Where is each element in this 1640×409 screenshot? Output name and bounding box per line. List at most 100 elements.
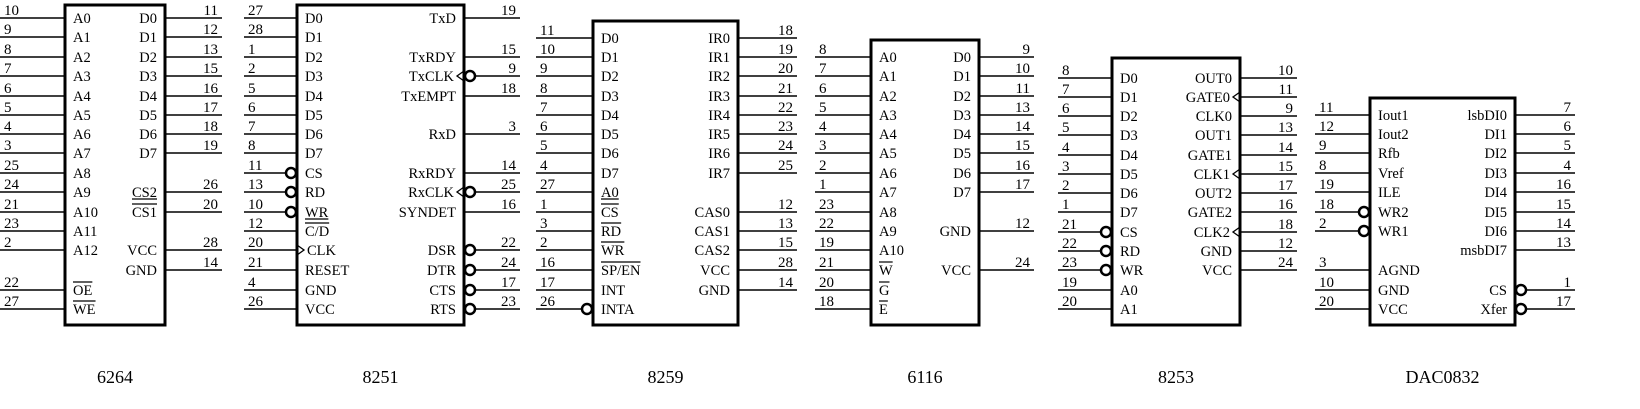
inversion-bubble [1514, 302, 1528, 316]
chip-body [63, 3, 167, 327]
pin-label: CS [305, 166, 323, 182]
pin-label: A3 [879, 108, 897, 124]
pin-label: D5 [1120, 167, 1138, 183]
pin-number: 22 [4, 275, 19, 291]
pin-number: 2 [819, 158, 827, 174]
pin-number: 8 [4, 42, 12, 58]
pin-number: 21 [819, 255, 834, 271]
pin-number: 19 [778, 42, 793, 58]
pin-number: 4 [248, 275, 256, 291]
pin-label: DI5 [1484, 205, 1507, 221]
pin-number: 9 [1319, 138, 1327, 154]
pin-label: WR1 [1378, 224, 1409, 240]
pin-label: WR2 [1378, 205, 1409, 221]
pin-label: D2 [953, 89, 971, 105]
pin-label: TxD [429, 11, 456, 27]
pin-number: 20 [248, 235, 263, 251]
pin-label: CLK1 [1194, 167, 1230, 183]
pin-label: VCC [305, 302, 335, 318]
inversion-bubble [1357, 224, 1371, 238]
pin-number: 24 [501, 255, 517, 271]
pin-label: A2 [879, 89, 897, 105]
pin-number: 12 [778, 197, 793, 213]
pin-label: A4 [879, 127, 897, 143]
pin-label: D2 [305, 50, 323, 66]
pin-number: 27 [540, 177, 556, 193]
pin-number: 21 [1062, 217, 1077, 233]
pin-number: 19 [501, 3, 516, 19]
pin-label: CLK2 [1194, 225, 1230, 241]
pin-label: CS [1489, 283, 1507, 299]
pin-label: GND [940, 224, 971, 240]
pin-number: 26 [540, 294, 556, 310]
pin-number: 6 [1062, 101, 1070, 117]
pin-number: 2 [1319, 216, 1327, 232]
pin-number: 27 [248, 3, 264, 19]
pin-number: 5 [819, 100, 827, 116]
pin-number: 8 [540, 81, 548, 97]
inversion-bubble [1357, 205, 1371, 219]
pin-label: OUT1 [1195, 128, 1232, 144]
pin-number: 4 [819, 119, 827, 135]
pin-number: 28 [778, 255, 793, 271]
pin-number: 23 [819, 197, 834, 213]
pin-label: D2 [601, 69, 619, 85]
pin-number: 16 [501, 197, 517, 213]
pin-label: D7 [1120, 205, 1138, 221]
pin-number: 2 [1062, 178, 1070, 194]
pin-label: Xfer [1480, 302, 1507, 318]
pin-number: 7 [540, 100, 548, 116]
pin-label: TxCLK [409, 69, 455, 85]
pin-number: 19 [1062, 275, 1077, 291]
pin-label: D7 [601, 166, 619, 182]
pin-number: 22 [819, 216, 834, 232]
pin-label: GND [305, 283, 336, 299]
pin-label: IR3 [708, 89, 730, 105]
pin-number: 20 [203, 197, 218, 213]
pin-label: TxEMPT [401, 89, 456, 105]
chip-body [869, 38, 981, 327]
pin-label: CLK [307, 243, 337, 259]
pin-label: D3 [1120, 128, 1138, 144]
pin-label: GND [126, 263, 157, 279]
pin-label: VCC [127, 243, 157, 259]
pin-number: 23 [4, 216, 19, 232]
pin-label: D1 [953, 69, 971, 85]
pin-label: OE [73, 283, 92, 299]
pin-label: RxCLK [408, 185, 454, 201]
